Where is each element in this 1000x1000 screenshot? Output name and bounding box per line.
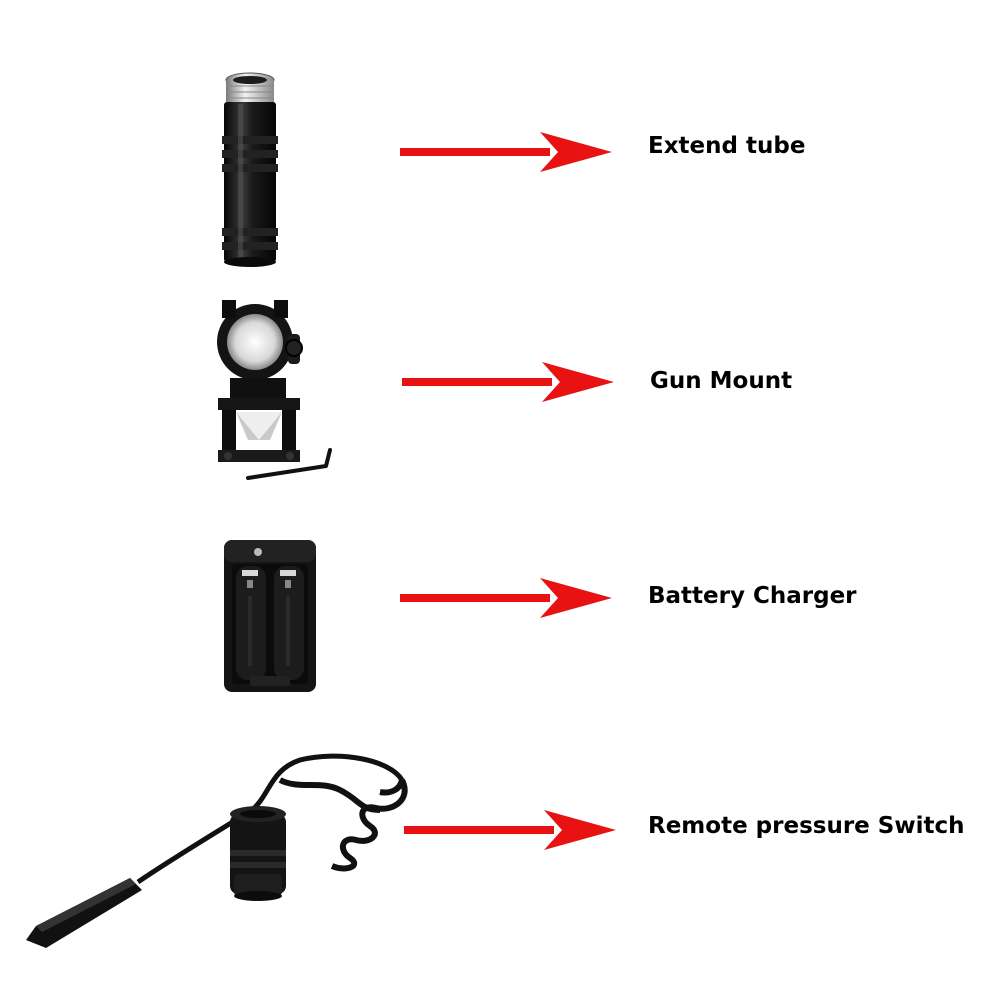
extend-tube-icon [222, 72, 278, 267]
remote-pressure-switch-icon [26, 753, 408, 948]
accessory-label: Battery Charger [648, 583, 857, 609]
accessory-row-remote-switch: Remote pressure Switch [0, 730, 1000, 960]
battery-charger-icon [224, 540, 316, 692]
accessory-label: Remote pressure Switch [648, 813, 965, 839]
accessory-row-gun-mount: Gun Mount [0, 270, 1000, 500]
accessory-row-extend-tube: Extend tube [0, 40, 1000, 270]
arrow-icon [400, 132, 612, 172]
arrow-icon [402, 362, 614, 402]
arrow-icon [400, 578, 612, 618]
gun-mount-icon [217, 300, 332, 480]
accessory-row-battery-charger: Battery Charger [0, 500, 1000, 730]
arrow-icon [404, 810, 616, 850]
accessory-label: Extend tube [648, 133, 806, 159]
accessory-label: Gun Mount [650, 368, 793, 394]
